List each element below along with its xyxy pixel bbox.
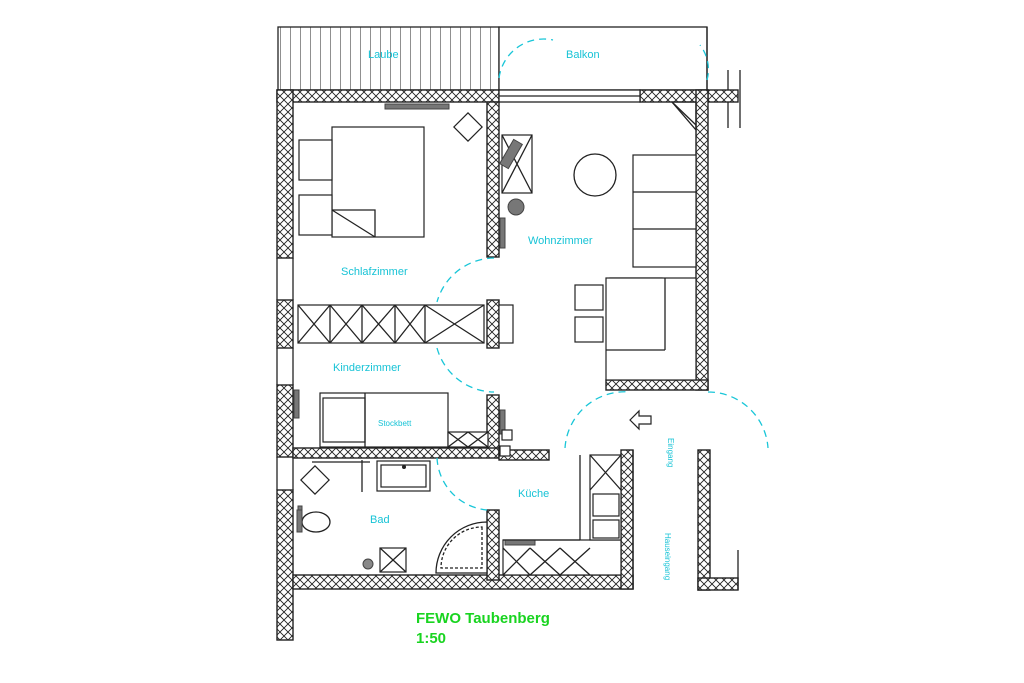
- bunk-bed: [293, 389, 513, 457]
- label-balkon: Balkon: [566, 49, 600, 61]
- plan-scale: 1:50: [416, 630, 446, 647]
- kitchen-units: [502, 454, 622, 576]
- laube-area: [277, 26, 500, 91]
- bathroom-fixtures: [296, 460, 488, 574]
- entry-arrow-icon: [629, 409, 652, 431]
- label-kueche: Küche: [518, 488, 549, 500]
- label-laube: Laube: [368, 49, 399, 61]
- door-arcs: [436, 38, 769, 511]
- label-hauseingang: Hauseingang: [663, 533, 672, 580]
- wardrobe: [297, 304, 514, 344]
- label-schlafzimmer: Schlafzimmer: [341, 266, 408, 278]
- walls: [276, 89, 739, 641]
- label-stockbett: Stockbett: [378, 419, 412, 428]
- plan-title: FEWO Taubenberg: [416, 610, 550, 627]
- label-bad: Bad: [370, 514, 390, 526]
- label-wohnzimmer: Wohnzimmer: [528, 235, 593, 247]
- balkon-area: [498, 26, 708, 91]
- living-furniture: [498, 101, 697, 381]
- double-bed: [298, 103, 483, 238]
- label-kinderzimmer: Kinderzimmer: [333, 362, 401, 374]
- label-eingang: Eingang: [666, 438, 675, 467]
